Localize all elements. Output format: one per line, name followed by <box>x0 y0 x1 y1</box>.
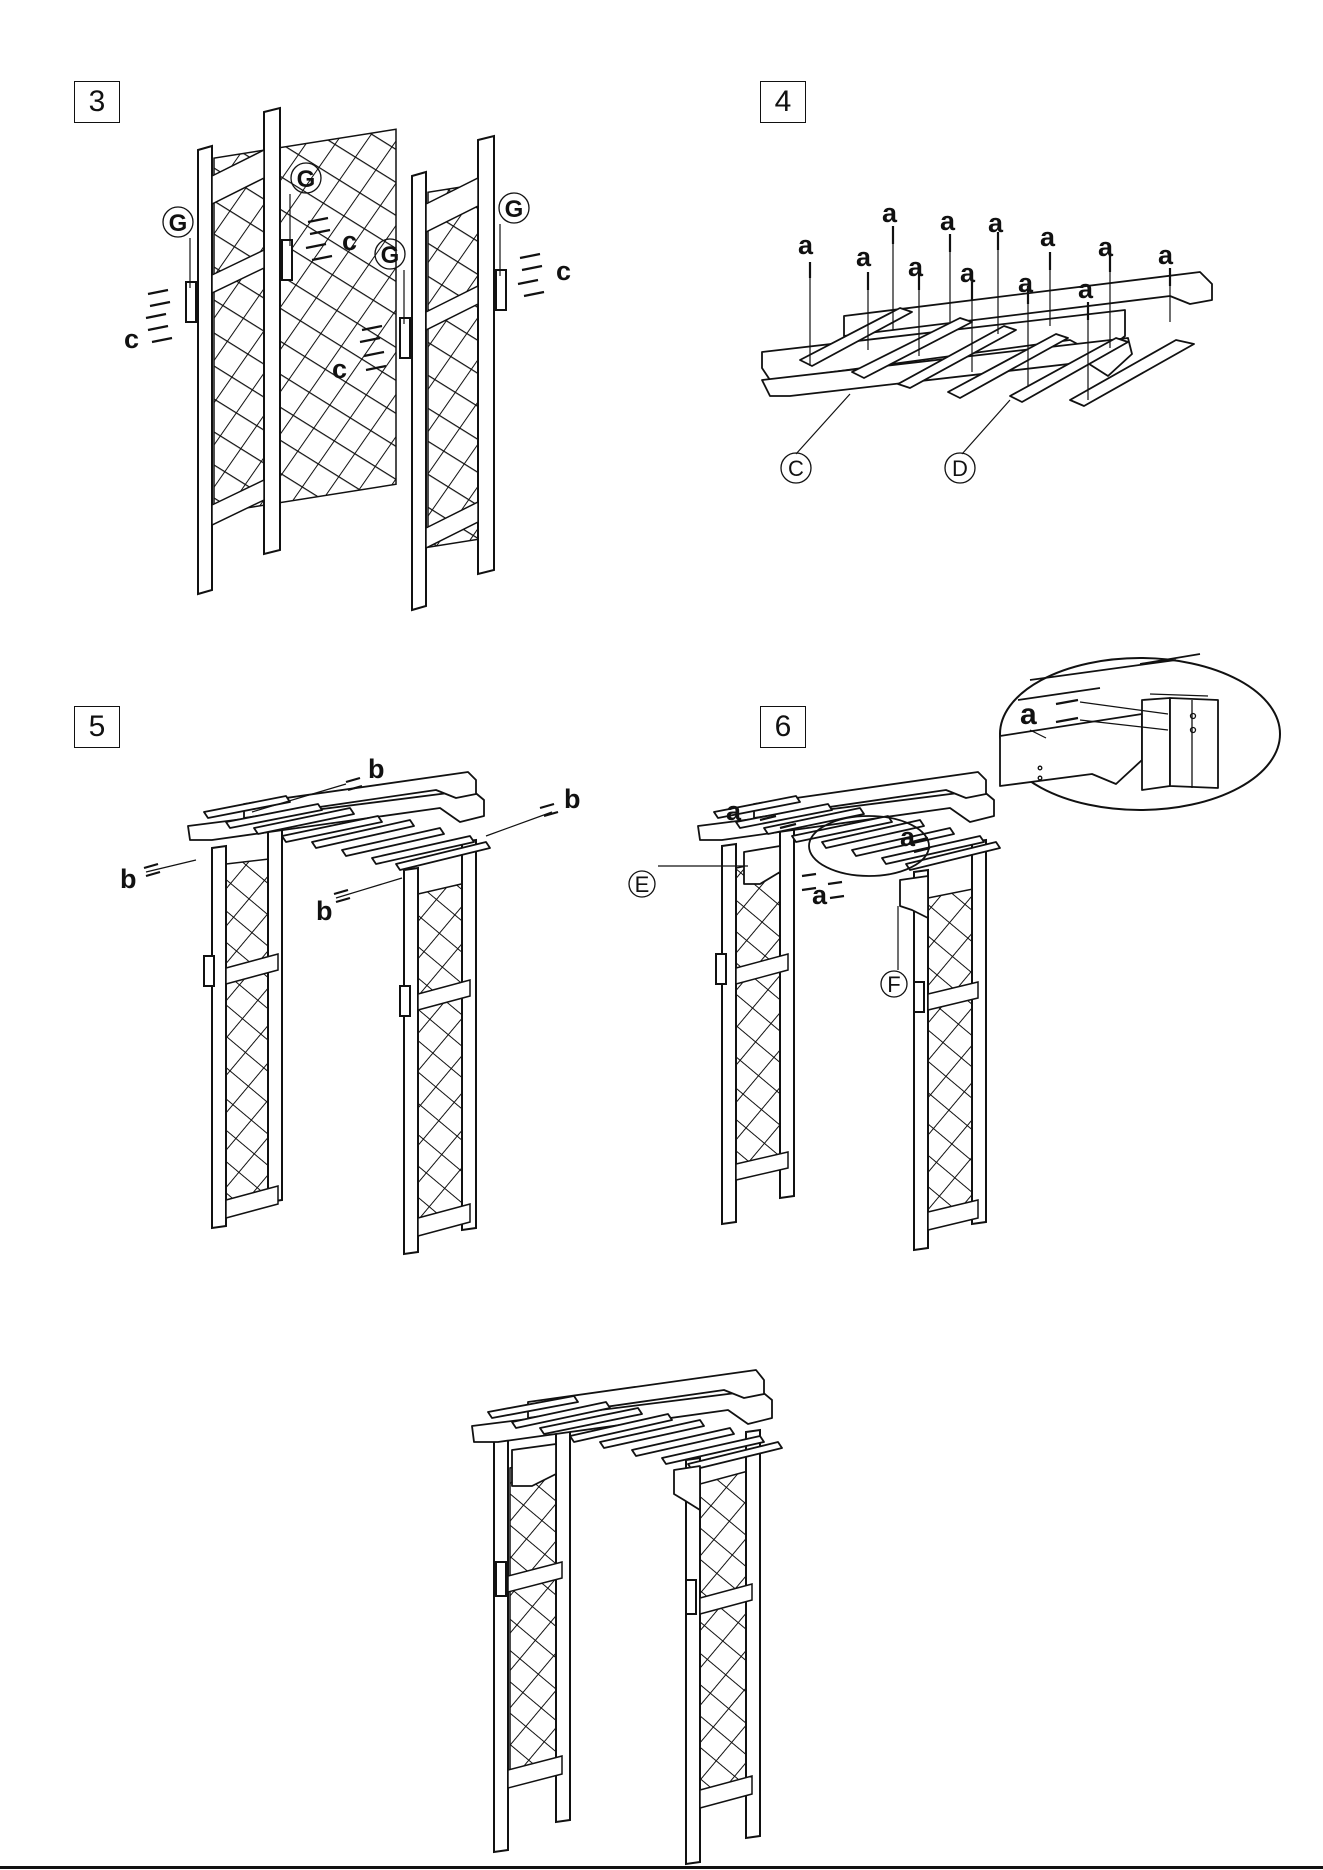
label-b-2: b <box>564 784 581 814</box>
finished-arch-diagram <box>472 1370 782 1864</box>
label-c-4: c <box>556 256 571 286</box>
label-b-1: b <box>368 754 385 784</box>
trellis-panel-2 <box>400 136 506 610</box>
label-c-2: c <box>342 226 357 256</box>
label-a-4-7: a <box>988 208 1004 238</box>
label-a-6-3: a <box>900 822 916 852</box>
step-3-diagram: G G G G c c c c <box>124 108 571 610</box>
label-F: F <box>887 972 900 997</box>
label-G-2: G <box>297 166 316 193</box>
label-c-3: c <box>332 354 347 384</box>
label-a-4-8: a <box>1018 268 1034 298</box>
label-C: C <box>788 456 804 481</box>
label-a-4-11: a <box>1098 232 1114 262</box>
label-a-4-2: a <box>856 242 872 272</box>
label-b-3: b <box>120 864 137 894</box>
label-G-3: G <box>381 242 400 269</box>
label-a-4-4: a <box>908 252 924 282</box>
label-a-4-10: a <box>1078 274 1094 304</box>
label-G-1: G <box>169 210 188 237</box>
label-G-4: G <box>505 196 524 223</box>
label-E: E <box>635 872 650 897</box>
label-a-4-12: a <box>1158 240 1174 270</box>
step-6-diagram: a a a a E <box>629 654 1280 1250</box>
label-a-4-5: a <box>940 206 956 236</box>
label-a-6-2: a <box>812 880 828 910</box>
label-a-4-3: a <box>882 198 898 228</box>
label-a-4-6: a <box>960 258 976 288</box>
step-4-diagram: a a a a a a a a a a a a C D <box>762 198 1212 483</box>
label-c-1: c <box>124 324 139 354</box>
page-bottom-rule <box>0 1866 1323 1869</box>
step-5-diagram: b b b b <box>120 754 581 1254</box>
label-a-detail: a <box>1020 698 1037 731</box>
label-a-4-1: a <box>798 230 814 260</box>
label-a-6-1: a <box>726 796 742 826</box>
label-D: D <box>952 456 968 481</box>
label-b-4: b <box>316 896 333 926</box>
label-a-4-9: a <box>1040 222 1056 252</box>
